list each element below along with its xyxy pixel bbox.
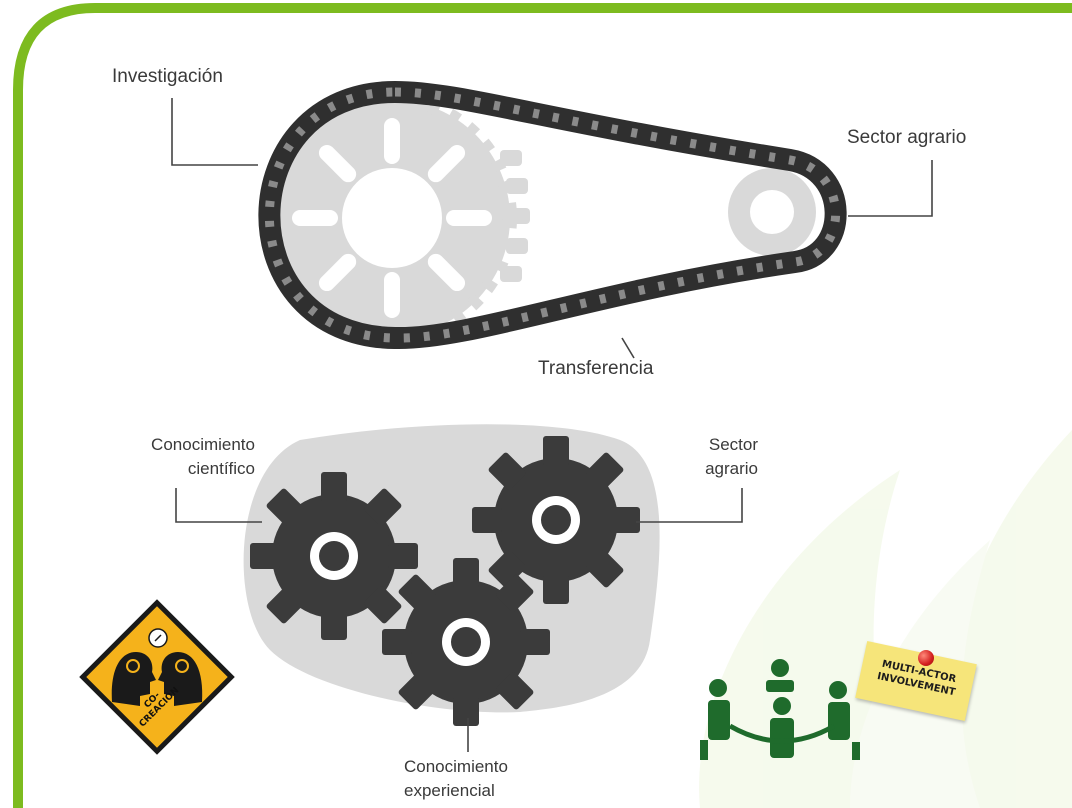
chain-drive — [258, 81, 847, 350]
label-transfer: Transferencia — [538, 358, 654, 379]
label-line: Conocimiento — [404, 757, 508, 776]
pushpin-icon — [918, 650, 934, 666]
lightbulb-icon — [154, 634, 162, 642]
label-line: experiencial — [404, 781, 495, 800]
gear-experiential — [382, 558, 550, 726]
sticky-note-text: MULTI-ACTOR INVOLVEMENT — [865, 655, 970, 702]
label-experiential-knowledge: Conocimiento experiencial — [404, 755, 508, 803]
label-line: científico — [187, 459, 255, 478]
leaf-watermark — [699, 430, 1072, 808]
label-line: Conocimiento — [151, 435, 255, 454]
cocreation-sign — [79, 599, 235, 755]
gear-sector — [472, 436, 640, 604]
gear-small-icon-2 — [175, 659, 189, 673]
people-meeting-icon — [700, 659, 860, 760]
gears-group — [243, 424, 660, 726]
heads-icon — [111, 652, 203, 706]
label-line: agrario — [705, 459, 758, 478]
gear-small-icon — [126, 659, 140, 673]
green-frame — [13, 3, 1072, 808]
label-scientific-knowledge: Conocimiento científico — [110, 433, 255, 481]
small-sprocket — [728, 168, 816, 256]
gear-scientific — [250, 472, 418, 640]
label-line: Sector — [708, 435, 758, 454]
label-research: Investigación — [112, 66, 223, 87]
label-agricultural-sector: Sector agrario — [847, 127, 967, 148]
chain-loop — [258, 81, 847, 350]
gears-leader-lines — [175, 488, 743, 752]
big-sprocket — [267, 93, 530, 343]
chain-leader-lines — [171, 98, 933, 359]
label-gear-sector: Sector agrario — [660, 433, 758, 481]
